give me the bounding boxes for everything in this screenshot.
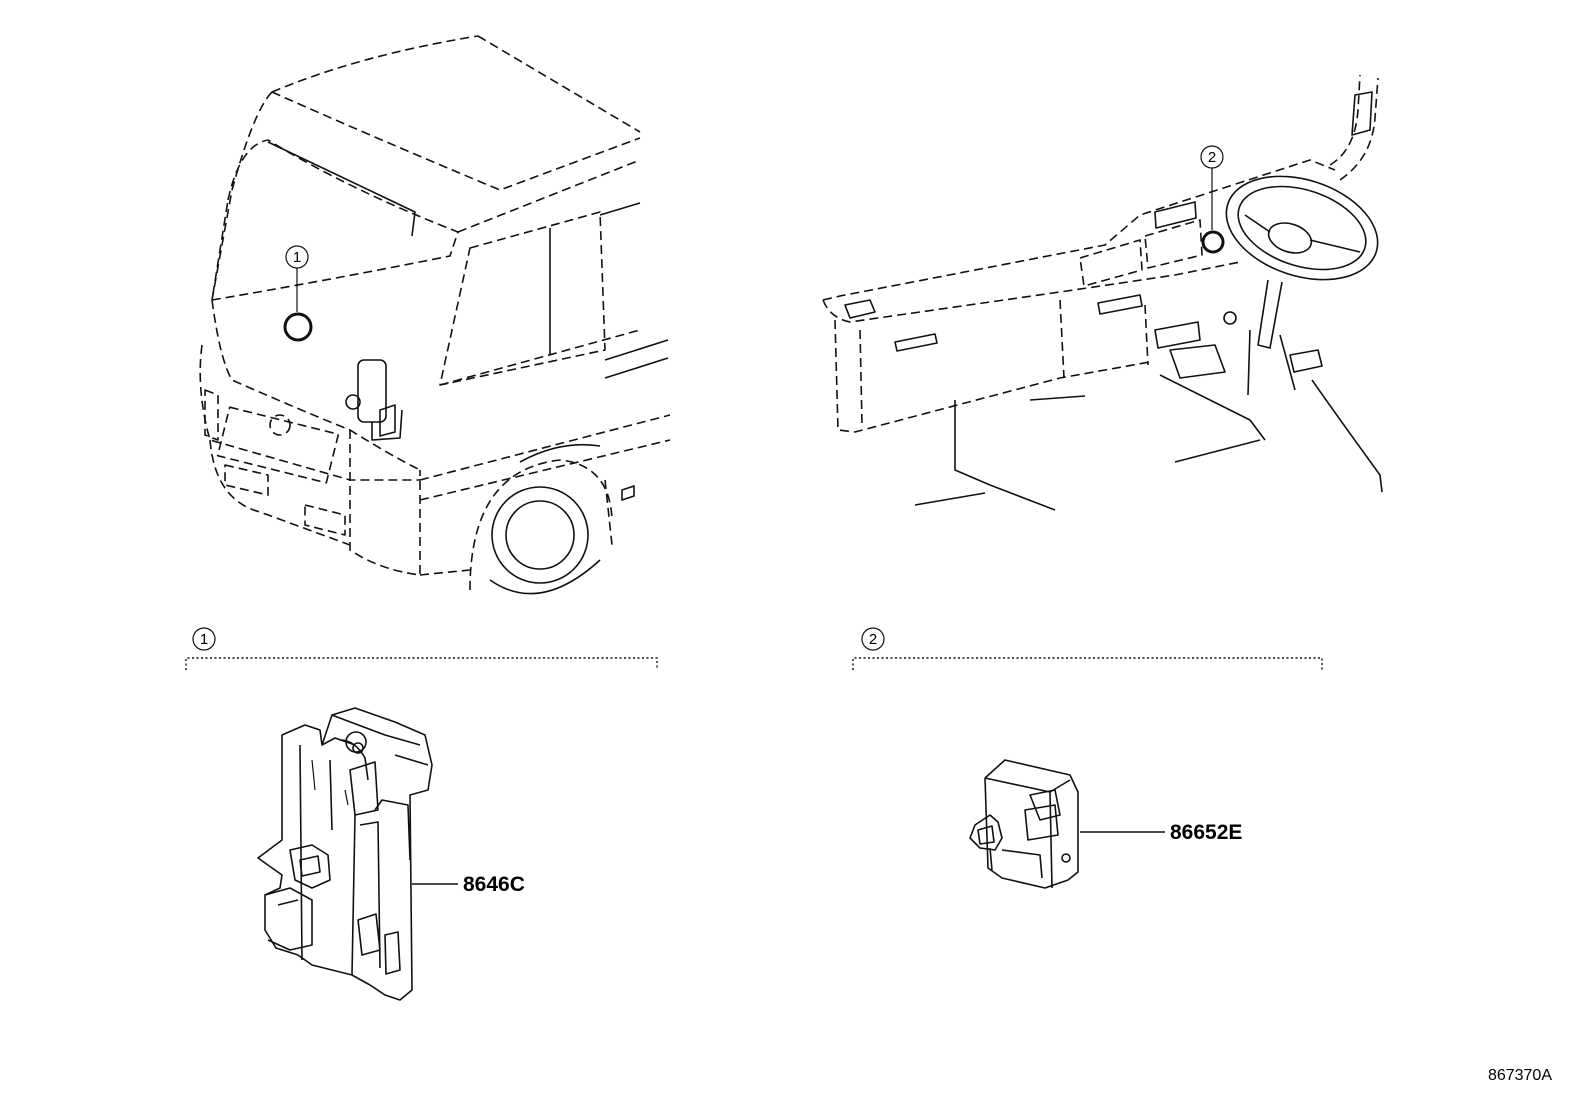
callout-2-dashboard: 2	[1200, 145, 1225, 254]
part-number-8646c: 8646C	[463, 873, 525, 896]
callout-1-truck: 1	[283, 245, 313, 342]
part-8646c-drawing	[257, 707, 433, 1001]
section-2-number: 2	[869, 631, 877, 648]
section-2-bracket: 2	[852, 627, 1323, 670]
truck-illustration	[199, 35, 671, 595]
callout-2-number: 2	[1208, 149, 1216, 166]
illustration-reference-number: 867370A	[1488, 1067, 1552, 1084]
location-marker-1	[283, 312, 313, 342]
dashboard-illustration	[822, 74, 1383, 511]
part-number-86652e: 86652E	[1170, 821, 1242, 844]
section-1-number: 1	[200, 631, 208, 648]
location-marker-2	[1201, 230, 1225, 254]
part-86652e-drawing	[969, 759, 1079, 889]
section-1-bracket: 1	[185, 627, 658, 670]
callout-1-number: 1	[293, 249, 301, 266]
